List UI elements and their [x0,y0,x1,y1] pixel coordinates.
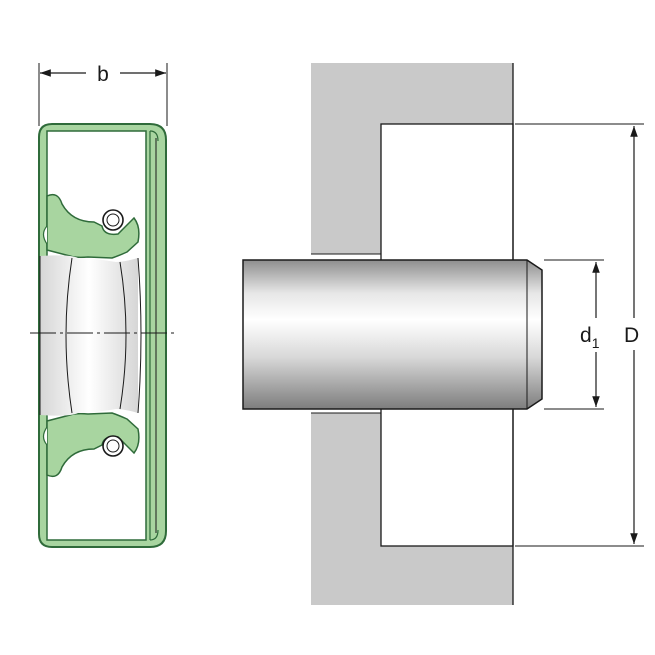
spring-inner-lower [106,439,120,453]
bore-curve-1 [65,257,73,414]
shaft-diameter-label-main: d [580,324,592,347]
shaft-diameter-dimension: d1 [544,259,604,410]
bore-curve-2 [119,261,127,410]
seal-cross-section: b [30,63,177,548]
case-lip-bottom [149,529,159,541]
width-label: b [97,63,109,86]
lip-body-upper [46,193,140,259]
bore-curve-3 [137,257,142,414]
garter-spring-lower [102,435,124,457]
outer-diameter-dimension: D [515,123,644,547]
sealing-lip-upper [42,193,140,259]
seal-bore [39,255,142,416]
case-lip-top [149,130,159,142]
shaft [242,259,543,410]
sealing-lip-lower [42,412,140,478]
shaft-diameter-label: d1 [580,324,600,351]
shaft-diameter-label-sub: 1 [592,335,600,351]
lip-notch-lower [42,426,48,446]
housing-assembly [242,63,543,605]
bore-surface [40,255,138,416]
garter-spring-upper [102,209,124,231]
lip-body-lower [46,412,140,478]
width-dimension: b [38,63,168,126]
lip-notch-upper [42,225,48,245]
spring-inner-upper [106,213,120,227]
shaft-body [242,259,543,410]
outer-diameter-label: D [624,324,639,347]
